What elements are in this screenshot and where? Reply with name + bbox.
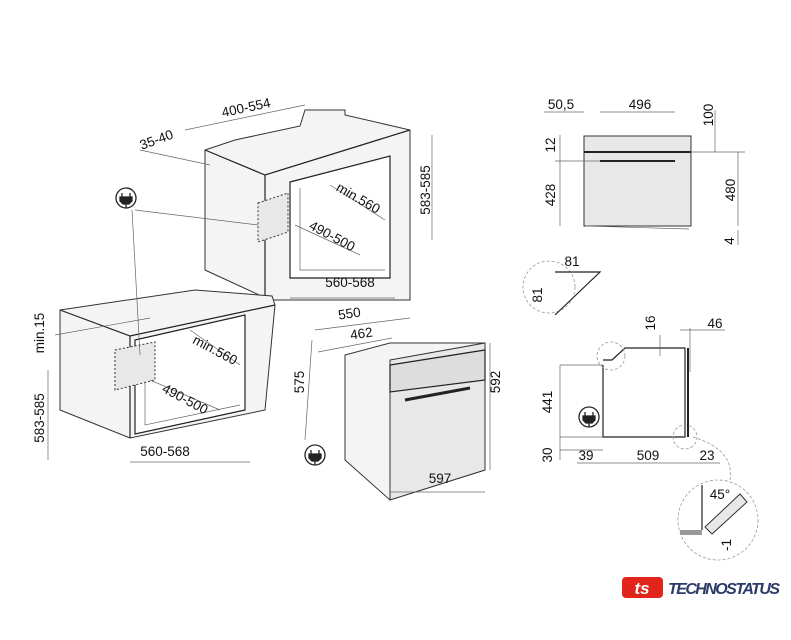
dim-front-top-gap: 100 bbox=[701, 104, 716, 127]
dim-oven-depth-total: 550 bbox=[337, 305, 361, 323]
dim-front-bottom-gap: 4 bbox=[722, 237, 737, 245]
oven-side-view bbox=[522, 260, 759, 561]
dim-column-back-gap: 35-40 bbox=[138, 127, 176, 153]
dim-oven-width-front: 597 bbox=[429, 471, 452, 486]
dim-undercounter-top-gap: min.15 bbox=[32, 313, 47, 354]
dim-oven-height-front: 592 bbox=[488, 371, 503, 394]
dim-side-base-height: 30 bbox=[540, 447, 555, 462]
detail-circle bbox=[522, 260, 576, 314]
dim-front-cavity-height: 428 bbox=[543, 184, 558, 207]
dim-undercounter-niche-width: 560-568 bbox=[140, 444, 190, 459]
power-connection-indicator bbox=[115, 187, 259, 356]
dim-side-body-height: 441 bbox=[540, 391, 555, 414]
dim-side-top-offset: 16 bbox=[643, 315, 658, 330]
dimension-lines bbox=[47, 104, 491, 493]
dim-column-depth-range: 400-554 bbox=[220, 95, 272, 120]
dim-column-niche-height: 583-585 bbox=[418, 165, 433, 215]
dim-side-door-angle: 45° bbox=[710, 487, 730, 502]
dim-side-door-offset: -1 bbox=[719, 539, 734, 551]
dim-front-body-height: 480 bbox=[723, 179, 738, 202]
dim-oven-height-body: 575 bbox=[292, 371, 307, 394]
dim-side-body-depth: 509 bbox=[637, 448, 660, 463]
technostatus-logo: ts TECHNOSTATUS bbox=[622, 577, 780, 598]
dim-oven-depth-body: 462 bbox=[349, 325, 373, 343]
dim-side-door-depth: 23 bbox=[699, 448, 714, 463]
dim-side-rear-gap: 39 bbox=[578, 448, 593, 463]
dim-column-niche-width: 560-568 bbox=[325, 275, 375, 290]
oven-front-view bbox=[544, 110, 745, 245]
oven-perspective bbox=[304, 342, 486, 501]
dim-front-cavity-width: 496 bbox=[629, 97, 652, 112]
dim-front-left-offset: 50,5 bbox=[548, 97, 574, 112]
dim-front-panel-strip: 12 bbox=[543, 137, 558, 152]
logo-mark: ts bbox=[634, 579, 649, 598]
dim-undercounter-niche-height: 583-585 bbox=[32, 393, 47, 443]
dim-side-chamfer-h: 81 bbox=[530, 287, 545, 302]
logo-brand: TECHNOSTATUS bbox=[668, 581, 780, 598]
undercounter-cabinet bbox=[59, 289, 276, 439]
dim-side-chamfer-w: 81 bbox=[564, 254, 579, 269]
dim-side-handle-depth: 46 bbox=[707, 316, 722, 331]
column-cabinet bbox=[204, 109, 411, 301]
